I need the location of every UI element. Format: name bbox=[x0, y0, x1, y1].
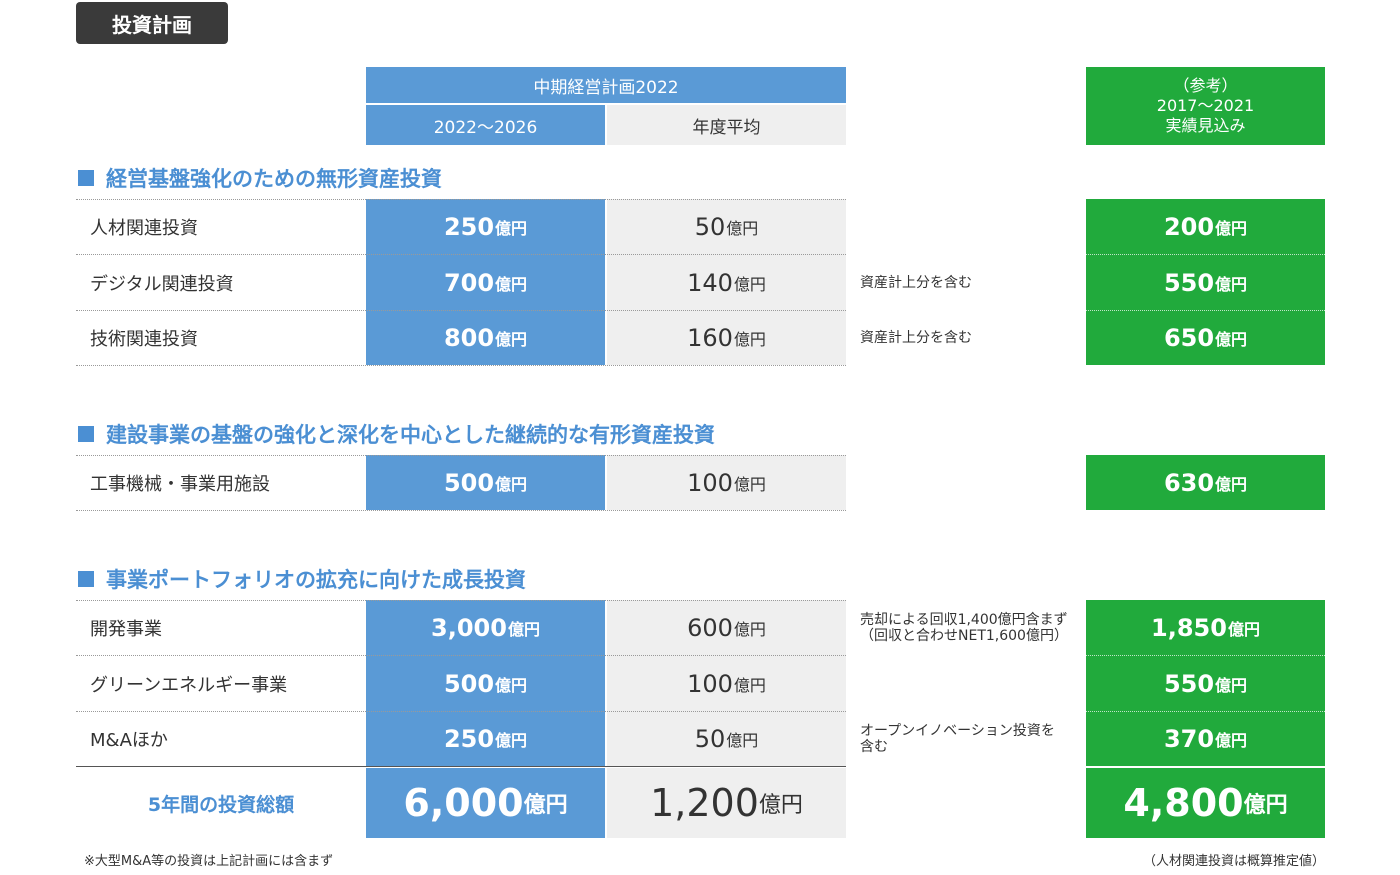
reference-header-line2: 2017〜2021 bbox=[1156, 96, 1255, 115]
row-note: 資産計上分を含む bbox=[860, 274, 972, 291]
row-label: 人材関連投資 bbox=[90, 218, 198, 239]
footnote-right: （人材関連投資は概算推定値） bbox=[1142, 854, 1325, 869]
annual-avg-header: 年度平均 bbox=[607, 105, 846, 145]
row-divider bbox=[1086, 310, 1325, 311]
avg-column-block bbox=[607, 600, 846, 766]
total-label: 5年間の投資総額 bbox=[147, 793, 295, 816]
row-divider bbox=[1086, 711, 1325, 712]
row-note: 売却による回収1,400億円含まず （回収と合わせNET1,600億円） bbox=[860, 612, 1068, 644]
avg-column-block bbox=[607, 199, 846, 365]
plan-column-block bbox=[366, 199, 605, 365]
reference-header: （参考） 2017〜2021 実績見込み bbox=[1086, 67, 1325, 145]
row-label: デジタル関連投資 bbox=[90, 273, 234, 295]
total-divider bbox=[1086, 766, 1325, 767]
row-divider bbox=[1086, 254, 1325, 255]
row-divider bbox=[1086, 655, 1325, 656]
page-title: 投資計画 bbox=[76, 2, 228, 44]
row-label: 技術関連投資 bbox=[90, 329, 198, 350]
ref-column-block bbox=[1086, 600, 1325, 766]
row-divider bbox=[76, 655, 846, 656]
ref-column-block bbox=[1086, 199, 1325, 365]
row-divider bbox=[76, 600, 846, 601]
section-title-intangible: 経営基盤強化のための無形資産投資 bbox=[78, 163, 442, 193]
plan-column-block bbox=[366, 455, 605, 510]
section-marker-icon bbox=[78, 426, 94, 442]
ref-column-block bbox=[1086, 455, 1325, 510]
row-divider bbox=[76, 254, 846, 255]
row-label: M&Aほか bbox=[90, 730, 168, 751]
section-title-growth: 事業ポートフォリオの拡充に向けた成長投資 bbox=[78, 564, 526, 594]
plan-column-block bbox=[366, 600, 605, 766]
row-label: グリーンエネルギー事業 bbox=[90, 674, 288, 696]
row-note: 資産計上分を含む bbox=[860, 330, 972, 346]
row-divider bbox=[76, 310, 846, 311]
row-divider bbox=[76, 455, 846, 456]
section-marker-icon bbox=[78, 170, 94, 186]
row-label: 開発事業 bbox=[90, 619, 162, 640]
row-note: オープンイノベーション投資を 含む bbox=[860, 723, 1055, 755]
total-divider bbox=[76, 766, 846, 767]
period-header: 2022〜2026 bbox=[366, 105, 605, 145]
row-label: 工事機械・事業用施設 bbox=[90, 474, 270, 495]
section-marker-icon bbox=[78, 571, 94, 587]
row-divider bbox=[76, 711, 846, 712]
section-title-tangible: 建設事業の基盤の強化と深化を中心とした継続的な有形資産投資 bbox=[78, 419, 715, 449]
reference-header-line1: （参考） bbox=[1173, 76, 1238, 95]
footnote-left: ※大型M&A等の投資は上記計画には含まず bbox=[84, 854, 334, 869]
plan-header: 中期経営計画2022 bbox=[366, 67, 846, 103]
row-divider bbox=[76, 199, 846, 200]
reference-header-line3: 実績見込み bbox=[1165, 116, 1246, 135]
row-divider bbox=[76, 365, 846, 366]
row-divider bbox=[76, 510, 846, 511]
avg-column-block bbox=[607, 455, 846, 510]
